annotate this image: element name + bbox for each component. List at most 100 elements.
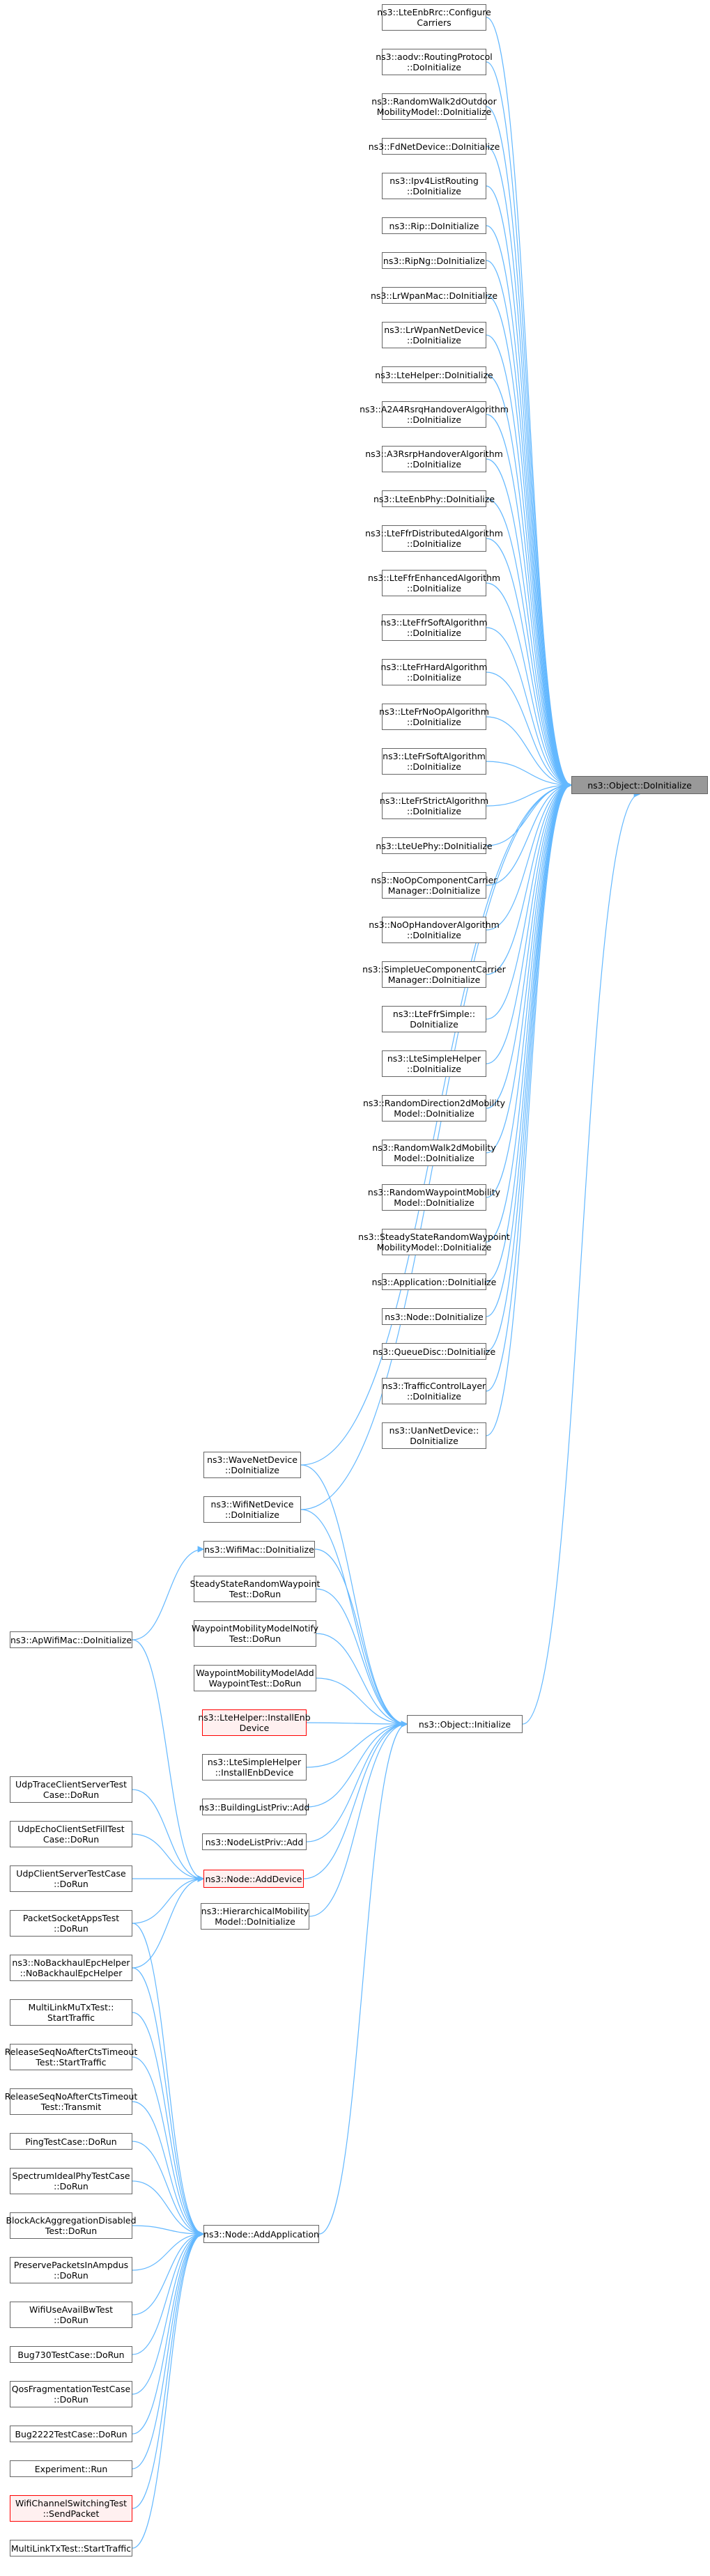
graph-node[interactable]: ReleaseSeqNoAfterCtsTimeout Test::StartT… [5,2044,137,2070]
graph-node[interactable]: ns3::RandomWaypointMobility Model::DoIni… [368,1184,500,1211]
graph-node[interactable]: ns3::LteFrStrictAlgorithm ::DoInitialize [380,793,488,819]
call-edge [486,782,573,1352]
graph-node[interactable]: PingTestCase::DoRun [10,2133,132,2150]
graph-node[interactable]: ns3::A3RsrpHandoverAlgorithm ::DoInitial… [365,446,503,472]
node-label: WifiChannelSwitchingTest ::SendPacket [15,2498,128,2519]
graph-node[interactable]: ns3::Object::Initialize [407,1715,523,1733]
graph-node[interactable]: Bug2222TestCase::DoRun [10,2426,132,2442]
graph-node[interactable]: ns3::LteSimpleHelper ::DoInitialize [382,1050,486,1077]
target-node[interactable]: ns3::Object::DoInitialize [571,776,708,794]
node-label: ns3::NoBackhaulEpcHelper ::NoBackhaulEpc… [12,1957,130,1978]
graph-node[interactable]: ns3::LrWpanNetDevice ::DoInitialize [382,322,486,348]
node-label: ns3::A3RsrpHandoverAlgorithm ::DoInitial… [365,449,503,470]
graph-node[interactable]: ns3::FdNetDevice::DoInitialize [369,138,500,155]
call-edge [486,414,573,789]
graph-node[interactable]: WifiUseAvailBwTest ::DoRun [10,2302,132,2328]
node-label: ns3::WaveNetDevice ::DoInitialize [207,1454,298,1475]
graph-node[interactable]: ns3::HierarchicalMobility Model::DoIniti… [201,1903,309,1930]
node-label: ns3::A2A4RsrqHandoverAlgorithm ::DoIniti… [360,404,509,425]
graph-node[interactable]: ns3::RipNg::DoInitialize [382,252,486,269]
graph-node[interactable]: ns3::TrafficControlLayer ::DoInitialize [382,1378,486,1404]
graph-node[interactable]: ns3::LteFrSoftAlgorithm ::DoInitialize [382,748,486,775]
graph-node[interactable]: ns3::Node::AddDevice [203,1870,304,1888]
graph-node[interactable]: ns3::WaveNetDevice ::DoInitialize [203,1452,301,1478]
call-edge [306,1721,408,1808]
graph-node[interactable]: UdpClientServerTestCase ::DoRun [10,1865,132,1892]
graph-node[interactable]: ns3::UanNetDevice:: DoInitialize [382,1422,486,1449]
graph-node[interactable]: WifiChannelSwitchingTest ::SendPacket [10,2495,132,2522]
call-edge [486,782,573,975]
graph-node[interactable]: Bug730TestCase::DoRun [10,2346,132,2363]
node-label: ns3::Ipv4ListRouting ::DoInitialize [389,176,479,196]
graph-node[interactable]: UdpTraceClientServerTest Case::DoRun [10,1776,132,1803]
graph-node[interactable]: ns3::RandomWalk2dMobility Model::DoIniti… [372,1140,496,1166]
graph-node[interactable]: ns3::LteFfrSoftAlgorithm ::DoInitialize [381,614,488,641]
graph-node[interactable]: ns3::Node::AddApplication [203,2225,319,2243]
graph-node[interactable]: UdpEchoClientSetFillTest Case::DoRun [10,1821,132,1847]
call-edge [486,146,573,789]
graph-node[interactable]: Experiment::Run [10,2460,132,2477]
graph-node[interactable]: ns3::WifiNetDevice ::DoInitialize [203,1496,301,1523]
graph-node[interactable]: ns3::Node::DoInitialize [382,1308,486,1325]
graph-node[interactable]: ns3::LteFfrDistributedAlgorithm ::DoInit… [365,525,503,552]
graph-node[interactable]: ns3::NoBackhaulEpcHelper ::NoBackhaulEpc… [10,1955,132,1981]
graph-node[interactable]: QosFragmentationTestCase ::DoRun [10,2381,132,2407]
call-edge [486,782,573,1109]
graph-node[interactable]: ns3::LteEnbPhy::DoInitialize [373,490,495,507]
graph-node[interactable]: ns3::LteFfrEnhancedAlgorithm ::DoInitial… [368,570,500,596]
graph-node[interactable]: ns3::LteHelper::InstallEnb Device [198,1709,311,1736]
node-label: WaypointMobilityModelNotify Test::DoRun [191,1623,319,1644]
graph-node[interactable]: WaypointMobilityModelAdd WaypointTest::D… [194,1665,316,1691]
graph-node[interactable]: ns3::NoOpComponentCarrier Manager::DoIni… [371,872,497,899]
graph-node[interactable]: ns3::RandomWalk2dOutdoor MobilityModel::… [371,93,497,120]
graph-node[interactable]: MultiLinkMuTxTest:: StartTraffic [10,1999,132,2026]
graph-node[interactable]: ns3::RandomDirection2dMobility Model::Do… [363,1095,505,1122]
graph-node[interactable]: ns3::Rip::DoInitialize [382,217,486,234]
call-edge [486,782,573,1020]
graph-node[interactable]: ns3::LteFfrSimple:: DoInitialize [382,1006,486,1032]
graph-node[interactable]: BlockAckAggregationDisabled Test::DoRun [6,2212,137,2239]
call-edge [309,1721,408,1917]
call-edge [132,1875,205,1969]
node-label: ns3::RandomDirection2dMobility Model::Do… [363,1098,506,1119]
call-edge [486,627,573,789]
graph-node[interactable]: ns3::A2A4RsrqHandoverAlgorithm ::DoIniti… [360,401,509,428]
graph-node[interactable]: PreservePacketsInAmpdus ::DoRun [10,2257,132,2283]
graph-node[interactable]: ns3::SteadyStateRandomWaypoint MobilityM… [358,1229,510,1255]
graph-node[interactable]: ReleaseSeqNoAfterCtsTimeout Test::Transm… [5,2088,137,2115]
graph-node[interactable]: ns3::SimpleUeComponentCarrier Manager::D… [362,961,506,988]
call-edge [132,1923,205,2237]
graph-node[interactable]: ns3::NoOpHandoverAlgorithm ::DoInitializ… [369,917,500,943]
graph-node[interactable]: SteadyStateRandomWaypoint Test::DoRun [190,1576,320,1602]
graph-node[interactable]: ns3::LrWpanMac::DoInitialize [371,287,497,304]
node-label: ns3::NoOpComponentCarrier Manager::DoIni… [371,875,497,896]
graph-node[interactable]: ns3::LteHelper::DoInitialize [375,366,493,383]
node-label: ns3::Object::DoInitialize [587,779,692,791]
node-label: ns3::RipNg::DoInitialize [383,255,486,266]
node-label: ns3::LteFrHardAlgorithm ::DoInitialize [380,662,488,683]
graph-node[interactable]: SpectrumIdealPhyTestCase ::DoRun [10,2168,132,2194]
graph-node[interactable]: ns3::LteSimpleHelper ::InstallEnbDevice [202,1754,307,1780]
node-label: ns3::Node::AddDevice [205,1873,302,1884]
call-edge [316,1633,408,1728]
graph-node[interactable]: ns3::Ipv4ListRouting ::DoInitialize [382,173,486,199]
graph-node[interactable]: ns3::ApWifiMac::DoInitialize [10,1631,132,1648]
graph-node[interactable]: ns3::Application::DoInitialize [372,1273,496,1290]
graph-node[interactable]: ns3::aodv::RoutingProtocol ::DoInitializ… [376,49,493,75]
graph-node[interactable]: ns3::NodeListPriv::Add [202,1833,307,1850]
graph-node[interactable]: WaypointMobilityModelNotify Test::DoRun [191,1620,319,1647]
graph-node[interactable]: ns3::LteFrHardAlgorithm ::DoInitialize [380,659,488,685]
graph-node[interactable]: ns3::LteFrNoOpAlgorithm ::DoInitialize [379,704,489,730]
call-edge [486,185,573,789]
graph-node[interactable]: ns3::WifiMac::DoInitialize [203,1541,315,1558]
node-label: BlockAckAggregationDisabled Test::DoRun [6,2215,137,2236]
graph-node[interactable]: PacketSocketAppsTest ::DoRun [10,1910,132,1937]
call-edge [132,2230,205,2549]
graph-node[interactable]: MultiLinkTxTest::StartTraffic [10,2540,132,2556]
call-edge [486,782,573,1064]
graph-node[interactable]: ns3::LteEnbRrc::Configure Carriers [377,4,491,31]
graph-node[interactable]: ns3::LteUePhy::DoInitialize [376,837,493,854]
graph-node[interactable]: ns3::BuildingListPriv::Add [199,1799,309,1815]
node-label: ns3::RandomWaypointMobility Model::DoIni… [367,1187,501,1208]
graph-node[interactable]: ns3::QueueDisc::DoInitialize [373,1343,495,1360]
